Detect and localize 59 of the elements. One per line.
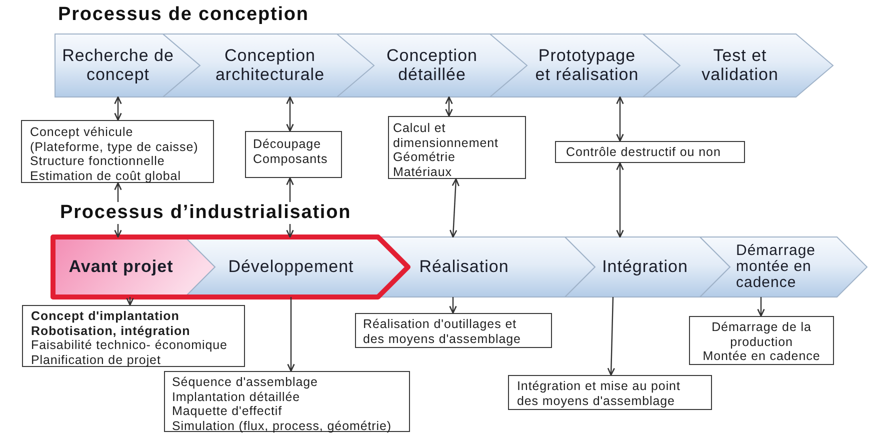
note-text: Faisabilité technico- économique — [31, 338, 228, 352]
step-label: Intégration — [602, 258, 688, 276]
note-text: Intégration et mise au point des moyens d'assemblage — [517, 379, 682, 408]
arrow — [757, 297, 765, 317]
double-arrow — [616, 96, 624, 142]
note-box — [355, 313, 552, 348]
note-box — [245, 131, 342, 178]
double-arrow — [114, 96, 122, 121]
note-text: Planification de projet — [31, 352, 162, 367]
chevron-step — [643, 34, 833, 97]
note-box — [164, 371, 410, 432]
note-text: Réalisation d'outillages et des moyens d'assemblage — [363, 317, 522, 346]
chevron-step — [565, 237, 730, 297]
step-label: Recherche de concept — [61, 47, 175, 84]
note-text: Structure fonctionnelle — [30, 154, 166, 168]
note-text: Implantation détaillée — [172, 390, 302, 404]
arrow — [607, 296, 616, 376]
double-arrow — [450, 178, 460, 238]
note-text: Simulation (flux, process, géométrie) — [172, 418, 393, 433]
note-text: Découpage — [253, 137, 322, 152]
step-label: Conception détaillée — [385, 47, 478, 84]
note-text: Calcul et dimensionnement — [393, 121, 500, 150]
step-label: Développement — [228, 258, 354, 276]
step-label: Prototypage et réalisation — [534, 47, 640, 84]
step-label: Conception architecturale — [214, 47, 326, 84]
note-text: Contrôle destructif ou non — [566, 145, 722, 160]
step-label: Avant projet — [68, 258, 174, 276]
note-text: Géométrie — [393, 150, 456, 164]
note-text: Maquette d'effectif — [172, 404, 284, 418]
arrow — [126, 297, 134, 306]
double-arrow — [616, 162, 624, 238]
note-box — [21, 120, 214, 183]
note-text: Composants — [253, 152, 329, 166]
note-text: Estimation de coût global — [30, 168, 182, 183]
double-arrow — [445, 96, 453, 117]
step-label: Test et validation — [700, 47, 780, 84]
note-box — [22, 305, 245, 367]
arrow — [449, 297, 457, 314]
double-arrow — [114, 182, 122, 238]
note-box — [388, 116, 526, 179]
note-box — [555, 141, 745, 163]
note-text: Concept véhicule (Plateforme, type de caisse) — [30, 125, 200, 154]
double-arrow — [286, 96, 294, 132]
note-box — [689, 316, 834, 365]
note-text: Robotisation, intégration — [31, 324, 192, 338]
note-text: Démarrage de la production — [710, 320, 812, 349]
note-text: Séquence d'assemblage — [172, 375, 319, 390]
section-heading: Processus d’industrialisation — [60, 202, 352, 224]
note-text: Montée en cadence — [702, 349, 822, 364]
note-text: Concept d'implantation — [31, 309, 180, 324]
step-label: Démarrage montée en cadence — [736, 242, 817, 292]
note-box — [508, 375, 712, 410]
double-arrow — [286, 177, 294, 238]
step-label: Réalisation — [419, 258, 509, 276]
arrow — [287, 297, 295, 372]
chevron-step — [337, 34, 528, 97]
chevron-step — [700, 237, 867, 297]
note-text: Matériaux — [393, 164, 453, 179]
section-heading: Processus de conception — [58, 4, 309, 26]
